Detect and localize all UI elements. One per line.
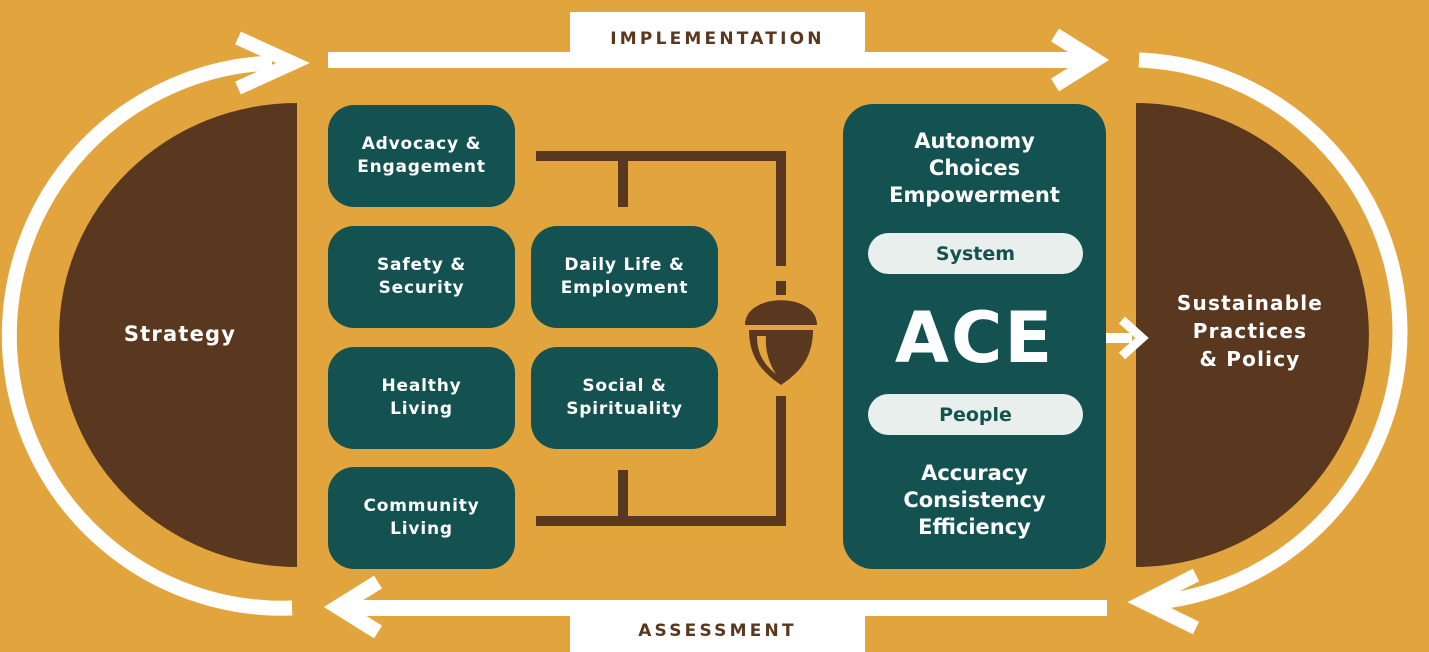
arrow-left-icon	[323, 575, 1107, 639]
strategy-half-disc	[59, 103, 297, 567]
cycle-arrow-icon	[1127, 52, 1408, 635]
ace-value-line: Consistency	[903, 488, 1046, 512]
focus-box-line: Community	[363, 496, 480, 516]
focus-box-line: Daily Life &	[564, 255, 685, 275]
focus-box-line: Security	[378, 278, 465, 298]
focus-box-line: Safety &	[377, 255, 466, 275]
people-pill: People	[868, 394, 1083, 435]
ace-title: ACE	[894, 297, 1055, 379]
implementation-banner: IMPLEMENTATION	[570, 12, 865, 66]
arrow-right-icon	[1082, 316, 1149, 360]
focus-box-line: Engagement	[357, 157, 486, 177]
focus-box-community: Community Living	[328, 467, 515, 569]
policy-label-line: Practices	[1192, 319, 1308, 343]
strategy-label: Strategy	[123, 322, 237, 346]
ace-value-line: Empowerment	[889, 183, 1060, 207]
ace-top-values: Autonomy Choices Empowerment	[843, 128, 1106, 209]
focus-box-line: Spirituality	[566, 399, 683, 419]
ace-panel	[843, 104, 1106, 569]
ace-value-line: Choices	[928, 156, 1021, 180]
ace-value-line: Efficiency	[918, 515, 1031, 539]
focus-box-line: Living	[390, 519, 453, 539]
system-pill: System	[868, 233, 1083, 274]
cycle-arrow-icon	[1, 31, 310, 616]
ace-value-line: Accuracy	[921, 461, 1028, 485]
policy-half-disc	[1136, 103, 1369, 567]
focus-box-line: Social &	[582, 376, 667, 396]
connector-bracket	[536, 151, 786, 526]
focus-box-line: Living	[390, 399, 453, 419]
focus-box-line: Employment	[560, 278, 689, 298]
focus-box-safety: Safety & Security	[328, 226, 515, 328]
focus-box-daily-life: Daily Life & Employment	[531, 226, 718, 328]
ace-bottom-values: Accuracy Consistency Efficiency	[843, 460, 1106, 541]
policy-label-line: Sustainable	[1176, 291, 1324, 315]
policy-label: Sustainable Practices & Policy	[1150, 289, 1350, 373]
focus-box-line: Healthy	[381, 376, 462, 396]
focus-box-healthy: Healthy Living	[328, 347, 515, 449]
policy-label-line: & Policy	[1199, 347, 1301, 371]
assessment-banner: ASSESSMENT	[570, 610, 865, 652]
focus-box-advocacy: Advocacy & Engagement	[328, 105, 515, 207]
focus-box-line: Advocacy &	[361, 134, 482, 154]
acorn-icon	[745, 281, 817, 385]
focus-box-social: Social & Spirituality	[531, 347, 718, 449]
ace-value-line: Autonomy	[914, 129, 1035, 153]
